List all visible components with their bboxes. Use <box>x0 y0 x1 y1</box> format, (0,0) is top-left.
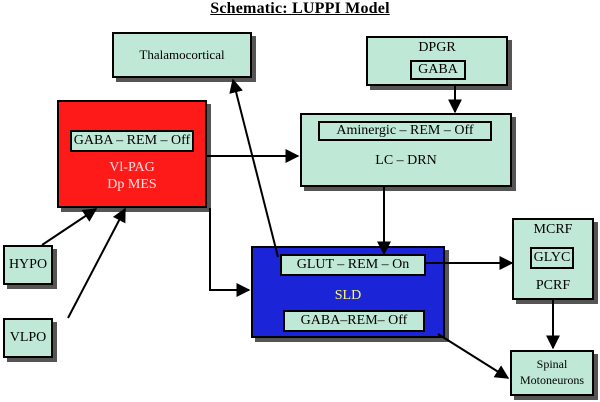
mcrf-pcrf-box: MCRF GLYC PCRF <box>512 218 594 300</box>
motoneurons-label: Motoneurons <box>520 373 584 387</box>
hypo-box: HYPO <box>3 245 53 285</box>
diagram-title: Schematic: LUPPI Model <box>210 0 390 17</box>
gaba-rem-off-sld-box: GABA–REM– Off <box>283 310 425 332</box>
vlpag-dpmes-box: GABA – REM – Off Vl-PAG Dp MES <box>57 100 207 208</box>
pcrf-label: PCRF <box>535 278 571 293</box>
spinal-motoneurons-box: Spinal Motoneurons <box>510 350 594 396</box>
dpgr-label: DPGR <box>418 40 456 55</box>
spinal-label: Spinal <box>536 357 568 371</box>
vlpo-label: VLPO <box>9 330 47 345</box>
aminergic-rem-off-box: Aminergic – REM – Off <box>318 121 492 141</box>
arrow-hypo-to-vlpag <box>41 208 98 246</box>
sld-label: SLD <box>334 288 362 303</box>
mcrf-label: MCRF <box>533 222 573 237</box>
vlpo-box: VLPO <box>3 318 53 358</box>
lc-drn-label: LC – DRN <box>375 153 437 168</box>
sld-box: GLUT – REM – On SLD GABA–REM– Off <box>251 246 445 338</box>
dpgr-box: DPGR GABA <box>366 36 508 86</box>
glut-rem-on-box: GLUT – REM – On <box>280 254 426 276</box>
arrow-vlpag-to-sld <box>209 208 251 297</box>
dpmes-label: Dp MES <box>107 177 157 192</box>
arrow-sld-to-thalamocortical <box>229 78 279 258</box>
hypo-label: HYPO <box>8 257 48 272</box>
glyc-box: GLYC <box>530 247 574 269</box>
arrow-sld-to-spinal <box>437 333 510 379</box>
dpgr-gaba-box: GABA <box>410 60 466 80</box>
thalamocortical-label: Thalamocortical <box>139 47 225 62</box>
gaba-rem-off-red-box: GABA – REM – Off <box>70 130 194 152</box>
thalamocortical-box: Thalamocortical <box>112 32 252 78</box>
lc-drn-box: Aminergic – REM – Off LC – DRN <box>300 113 512 187</box>
vlpag-label: Vl-PAG <box>109 160 155 175</box>
arrow-vlpo-to-vlpag <box>67 207 126 319</box>
